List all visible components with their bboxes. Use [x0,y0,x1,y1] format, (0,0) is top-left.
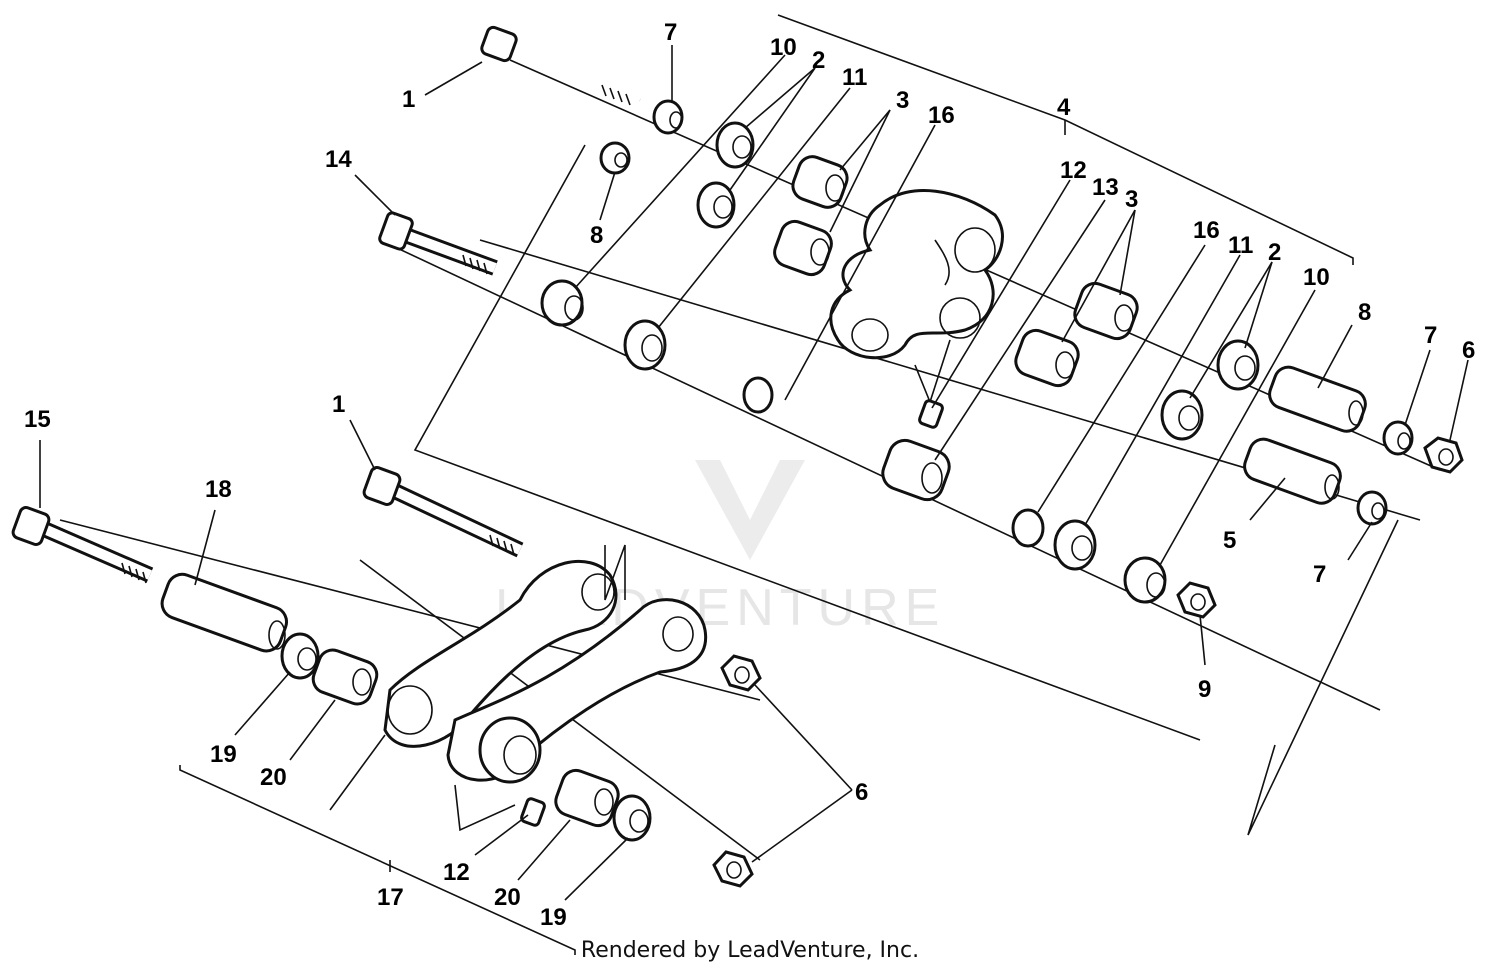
label-2-right: 2 [1268,239,1281,266]
label-1-upper: 1 [402,86,415,113]
bearing-2-right-second [1160,389,1204,441]
axis-lines [59,59,1441,861]
label-6-right: 6 [1462,337,1475,364]
relay-arm-4 [829,189,1004,360]
circlip-16-left [742,376,774,414]
label-16-left: 16 [928,102,955,129]
watermark-logo-icon [695,460,805,560]
bolt-1-lower [362,466,524,558]
label-7-right: 7 [1424,322,1437,349]
seal-11-right [1053,519,1097,571]
grease-fitting-12-top [918,399,944,429]
bolt-14 [378,211,498,276]
bushing-13 [881,438,951,502]
sleeve-8-top [599,141,631,175]
part-labels: 1 7 10 2 11 3 16 4 14 8 12 13 3 16 11 2 … [24,19,1475,931]
label-17: 17 [377,884,404,911]
bracket-right-loop [1247,519,1399,836]
label-5: 5 [1223,527,1236,554]
sleeve-5 [1243,437,1342,505]
washer-7-right [1382,420,1414,456]
bracket-lower-link [604,544,626,601]
label-9: 9 [1198,676,1211,703]
bracket-4 [777,14,1354,265]
collar-10-right [1123,556,1167,604]
nut-9 [1176,581,1217,619]
leader-lines [39,45,1469,901]
label-6-lower: 6 [855,779,868,806]
label-19-lower: 19 [540,904,567,931]
label-7-top: 7 [664,19,677,46]
label-3-right: 3 [1125,186,1138,213]
sleeve-8-right [1268,365,1367,433]
label-15: 15 [24,406,51,433]
label-18: 18 [205,476,232,503]
label-8-top: 8 [590,222,603,249]
bracket-left-loop [413,144,1201,741]
link-arms-17 [383,559,708,784]
label-19-left: 19 [210,741,237,768]
sleeve-7-top [652,99,684,135]
nut-6-lower-link [712,850,754,888]
bolt-1-upper [480,25,642,106]
bracket-17 [179,765,576,955]
label-14: 14 [325,146,352,173]
label-13: 13 [1092,174,1119,201]
collar-10-left [540,279,584,327]
sleeve-18 [160,572,288,653]
label-7-lower: 7 [1313,561,1326,588]
circlip-16-right [1011,508,1045,548]
label-20-lower: 20 [494,884,521,911]
bushing-20-left [311,648,379,706]
label-8-right: 8 [1358,299,1371,326]
bearing-2-second [696,181,736,229]
bushing-3-c [1073,281,1139,341]
label-11-left: 11 [842,64,867,91]
footer-credit: Rendered by LeadVenture, Inc. [580,938,920,963]
label-4: 4 [1057,94,1071,121]
bushing-3-a [791,155,849,209]
grease-fitting-12-lower [520,797,546,827]
bushing-20-lower [554,768,620,828]
seal-11-left [623,319,667,371]
nut-6-right [1423,436,1464,474]
label-12-lower: 12 [443,859,470,886]
label-20-left: 20 [260,764,287,791]
label-3-left: 3 [896,87,909,114]
bearing-19-left [280,632,320,680]
label-10-left: 10 [770,34,797,61]
label-11-right: 11 [1228,232,1253,259]
bearing-2-right [1216,339,1260,391]
washer-7-lower [1356,490,1388,526]
label-2-left: 2 [812,47,825,74]
bushing-3-b [773,219,833,277]
label-12-top: 12 [1060,157,1087,184]
label-10-right: 10 [1303,264,1330,291]
bolt-15 [11,506,154,584]
label-16-right: 16 [1193,217,1220,244]
bearing-19-lower [612,794,652,842]
label-1-lower: 1 [332,391,345,418]
nut-6-upper-link [720,654,762,692]
bearing-2-top [715,121,755,169]
bushing-3-d [1014,328,1080,388]
